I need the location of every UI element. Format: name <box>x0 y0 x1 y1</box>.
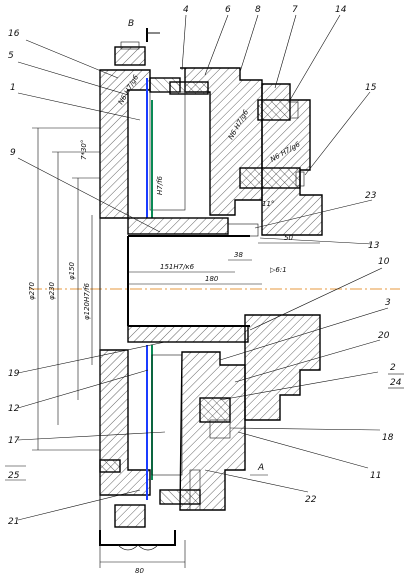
bolt-bottom <box>159 489 201 505</box>
label-19: 19 <box>8 369 20 379</box>
label-21: 21 <box>8 517 19 527</box>
fit-4: H7/f6 <box>156 175 164 195</box>
screw-14 <box>257 99 291 121</box>
top-cap <box>114 46 146 66</box>
dim-38: 38 <box>234 251 243 259</box>
label-11: 11 <box>370 471 381 481</box>
dim-phi230: φ230 <box>48 281 56 300</box>
screw-head-14 <box>289 101 299 119</box>
dim-phi120: φ120H7/f6 <box>83 282 91 320</box>
sleeve-top <box>127 217 229 235</box>
bottom-curve <box>117 544 159 551</box>
label-23: 23 <box>365 191 377 201</box>
label-8: 8 <box>255 5 261 15</box>
fit-5: 11° <box>262 200 274 208</box>
dim-r6: ▷6:1 <box>270 266 287 274</box>
dim-180: 180 <box>205 275 219 283</box>
label-7: 7 <box>292 5 298 15</box>
label-18: 18 <box>382 433 394 443</box>
cylinder-top <box>149 91 186 211</box>
dim-151: 151Н7/к6 <box>160 263 195 271</box>
label-17: 17 <box>8 436 20 446</box>
label-2: 2 <box>390 363 396 373</box>
label-4: 4 <box>183 5 189 15</box>
dim-80: 80 <box>135 567 144 575</box>
label-15: 15 <box>365 83 377 93</box>
dim-phi270: φ270 <box>28 281 36 300</box>
leaders <box>5 14 404 521</box>
part-21 <box>99 459 121 473</box>
dim-7x30: 7*30° <box>80 140 88 160</box>
sleeve-bottom <box>127 325 249 343</box>
part-24 <box>199 397 231 423</box>
top-cap-nut <box>120 41 140 50</box>
dim-50: 50 <box>284 234 293 242</box>
label-1: 1 <box>10 83 16 93</box>
bottom-cap <box>114 504 146 528</box>
label-12: 12 <box>8 404 20 414</box>
label-20: 20 <box>378 331 390 341</box>
bolt-top <box>169 81 209 95</box>
pin-22 <box>189 469 201 511</box>
label-16: 16 <box>8 29 20 39</box>
label-3: 3 <box>385 298 391 308</box>
label-10: 10 <box>378 257 390 267</box>
label-22: 22 <box>305 495 317 505</box>
label-9: 9 <box>10 148 16 158</box>
view-b-label: B <box>128 19 134 29</box>
part-18 <box>209 419 231 439</box>
label-24: 24 <box>390 378 402 388</box>
label-14: 14 <box>335 5 347 15</box>
bottom-flange <box>99 530 176 546</box>
label-6: 6 <box>225 5 231 15</box>
right-body-bottom <box>244 314 321 421</box>
cylinder-bottom <box>151 354 183 476</box>
dim-phi150: φ150 <box>68 261 76 280</box>
ring-13 <box>227 223 259 237</box>
label-13: 13 <box>368 241 380 251</box>
screw-head-15 <box>295 171 305 187</box>
section-a-label: A <box>257 463 264 473</box>
label-25: 25 <box>8 471 20 481</box>
label-5: 5 <box>8 51 14 61</box>
screw-15 <box>239 167 301 189</box>
